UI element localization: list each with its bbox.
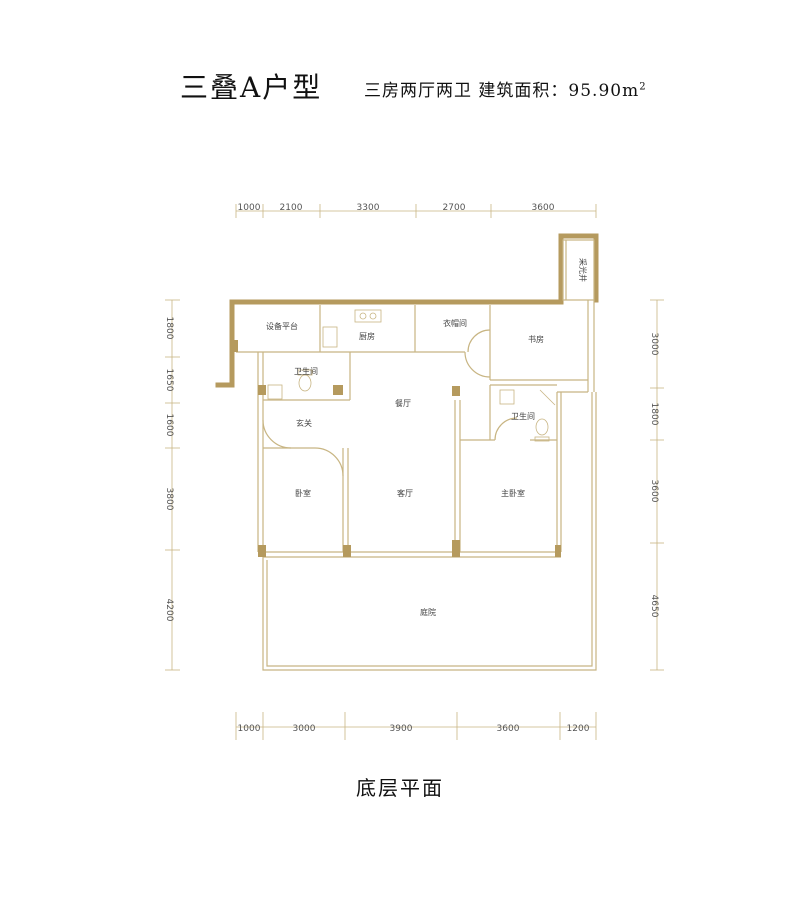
room-bedroom: 卧室 xyxy=(295,488,311,498)
dim-top-5: 3600 xyxy=(532,203,555,213)
plan-area-text: 三房两厅两卫 建筑面积：95.90m xyxy=(364,81,640,101)
room-living: 客厅 xyxy=(397,488,413,498)
plan-subtitle: 三房两厅两卫 建筑面积：95.90m2 xyxy=(364,76,647,101)
room-labels: 设备平台 厨房 衣帽间 书房 采光井 卫生间 餐厅 卫生间 玄关 卧室 客厅 主… xyxy=(266,258,588,617)
room-master-bedroom: 主卧室 xyxy=(501,488,525,498)
room-cloakroom: 衣帽间 xyxy=(443,318,467,328)
interior-walls xyxy=(236,239,597,671)
dim-top-1: 1000 xyxy=(238,203,261,213)
room-bathroom-1: 卫生间 xyxy=(294,366,318,376)
room-courtyard: 庭院 xyxy=(420,607,436,617)
dim-left-5: 4200 xyxy=(164,599,174,622)
room-kitchen: 厨房 xyxy=(359,331,375,341)
stove-fixture xyxy=(354,309,382,323)
dim-left-1: 1800 xyxy=(164,317,174,340)
dim-right-4: 4650 xyxy=(649,595,659,618)
room-skylight-well: 采光井 xyxy=(578,258,588,282)
dim-right-3: 3600 xyxy=(649,480,659,503)
sink-fixture xyxy=(322,326,338,348)
dim-bottom-1: 1000 xyxy=(238,724,261,734)
dim-top-4: 2700 xyxy=(443,203,466,213)
exterior-walls xyxy=(215,233,599,388)
dim-bottom-4: 3600 xyxy=(497,724,520,734)
plan-title: 三叠A户型 xyxy=(180,71,323,104)
dim-right-1: 3000 xyxy=(649,333,659,356)
dim-top-3: 3300 xyxy=(357,203,380,213)
dim-bottom-5: 1200 xyxy=(567,724,590,734)
dim-right-2: 1800 xyxy=(649,403,659,426)
dim-left-2: 1650 xyxy=(164,369,174,392)
dimension-lines xyxy=(165,204,664,740)
room-bathroom-2: 卫生间 xyxy=(511,411,535,421)
fixtures xyxy=(267,309,556,442)
toilet-1-fixture xyxy=(298,374,312,392)
dim-left-4: 3800 xyxy=(164,488,174,511)
dim-bottom-3: 3900 xyxy=(390,724,413,734)
room-dining: 餐厅 xyxy=(395,399,411,408)
toilet-2-fixture xyxy=(535,418,549,436)
room-study: 书房 xyxy=(528,334,544,344)
room-equipment-platform: 设备平台 xyxy=(266,321,298,331)
dim-bottom-2: 3000 xyxy=(293,724,316,734)
structural-columns xyxy=(232,340,561,557)
basin-2-fixture xyxy=(499,389,515,405)
dim-left-3: 1600 xyxy=(164,414,174,437)
dim-top-2: 2100 xyxy=(280,203,303,213)
basin-1-fixture xyxy=(267,384,283,400)
area-unit-superscript: 2 xyxy=(639,81,647,93)
dimension-labels: 1000 2100 3300 2700 3600 1000 3000 3900 … xyxy=(164,203,659,734)
room-foyer: 玄关 xyxy=(296,418,312,428)
floor-caption: 底层平面 xyxy=(356,776,444,800)
